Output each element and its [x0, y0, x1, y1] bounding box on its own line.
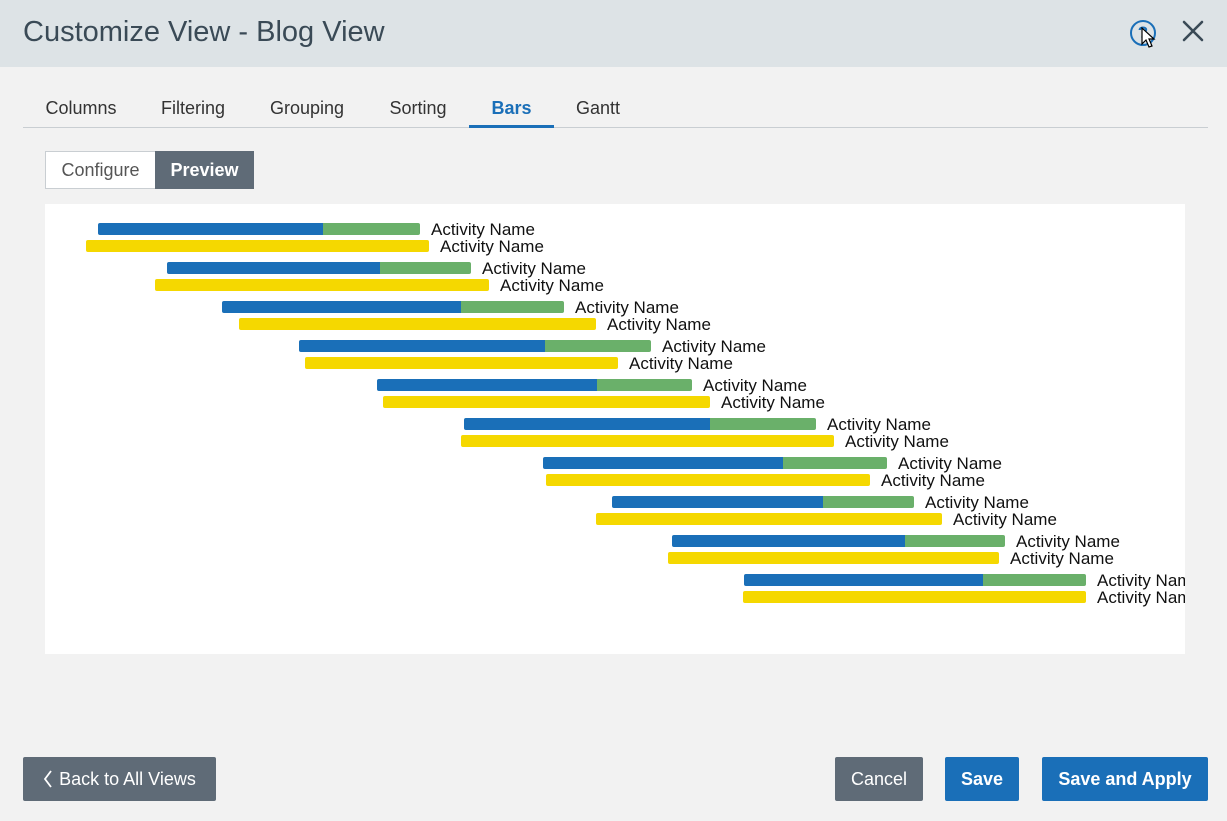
baseline-bar: [596, 513, 942, 525]
baseline-bar: [86, 240, 429, 252]
tab-gantt[interactable]: Gantt: [575, 98, 621, 118]
dialog-title: Customize View - Blog View: [23, 16, 385, 48]
baseline-bar: [239, 318, 596, 330]
progress-bar: [377, 379, 597, 391]
baseline-activity-label: Activity Name: [845, 432, 949, 451]
remaining-bar: [597, 379, 692, 391]
baseline-activity-label: Activity Name: [500, 276, 604, 295]
activity-label: Activity Name: [431, 220, 535, 239]
preview-button[interactable]: Preview: [155, 151, 254, 189]
activity-label: Activity Name: [703, 376, 807, 395]
baseline-bar: [743, 591, 1086, 603]
remaining-bar: [545, 340, 651, 352]
configure-preview-toggle: Configure Preview: [45, 151, 254, 189]
activity-label: Activity Name: [482, 259, 586, 278]
mouse-pointer-icon: [1141, 27, 1156, 48]
baseline-bar: [546, 474, 870, 486]
save-and-apply-button[interactable]: Save and Apply: [1042, 757, 1208, 801]
baseline-activity-label: Activity Name: [607, 315, 711, 334]
remaining-bar: [380, 262, 471, 274]
progress-bar: [543, 457, 783, 469]
tab-bars[interactable]: Bars: [469, 94, 554, 128]
baseline-activity-label: Activity Name: [440, 237, 544, 256]
activity-label: Activity Name: [898, 454, 1002, 473]
back-to-all-views-button[interactable]: Back to All Views: [23, 757, 216, 801]
progress-bar: [98, 223, 323, 235]
remaining-bar: [710, 418, 816, 430]
baseline-bar: [461, 435, 834, 447]
remaining-bar: [783, 457, 887, 469]
baseline-bar: [305, 357, 618, 369]
tab-filtering[interactable]: Filtering: [160, 98, 226, 118]
chevron-left-icon: [44, 770, 52, 788]
remaining-bar: [905, 535, 1005, 547]
tab-bar: Columns Filtering Grouping Sorting Bars …: [23, 94, 1208, 128]
baseline-bar: [383, 396, 710, 408]
tab-grouping[interactable]: Grouping: [269, 98, 345, 118]
remaining-bar: [461, 301, 564, 313]
activity-label: Activity Name: [827, 415, 931, 434]
progress-bar: [464, 418, 710, 430]
activity-label: Activity Name: [662, 337, 766, 356]
progress-bar: [299, 340, 545, 352]
progress-bar: [167, 262, 380, 274]
tab-columns[interactable]: Columns: [45, 98, 117, 118]
dialog-header: Customize View - Blog View ?: [0, 0, 1227, 67]
progress-bar: [672, 535, 905, 547]
baseline-bar: [155, 279, 489, 291]
remaining-bar: [983, 574, 1086, 586]
remaining-bar: [323, 223, 420, 235]
baseline-bar: [668, 552, 999, 564]
cancel-button[interactable]: Cancel: [835, 757, 923, 801]
progress-bar: [222, 301, 461, 313]
activity-label: Activity Name: [1016, 532, 1120, 551]
baseline-activity-label: Activity Name: [1010, 549, 1114, 568]
progress-bar: [612, 496, 823, 508]
baseline-activity-label: Activity Name: [1097, 588, 1185, 607]
baseline-activity-label: Activity Name: [953, 510, 1057, 529]
activity-label: Activity Name: [1097, 571, 1185, 590]
baseline-activity-label: Activity Name: [721, 393, 825, 412]
baseline-activity-label: Activity Name: [629, 354, 733, 373]
configure-button[interactable]: Configure: [45, 151, 155, 189]
activity-label: Activity Name: [575, 298, 679, 317]
back-button-label: Back to All Views: [59, 769, 196, 789]
progress-bar: [744, 574, 983, 586]
tab-sorting[interactable]: Sorting: [389, 98, 447, 118]
close-icon[interactable]: [1180, 18, 1206, 44]
baseline-activity-label: Activity Name: [881, 471, 985, 490]
save-button[interactable]: Save: [945, 757, 1019, 801]
remaining-bar: [823, 496, 914, 508]
activity-label: Activity Name: [925, 493, 1029, 512]
